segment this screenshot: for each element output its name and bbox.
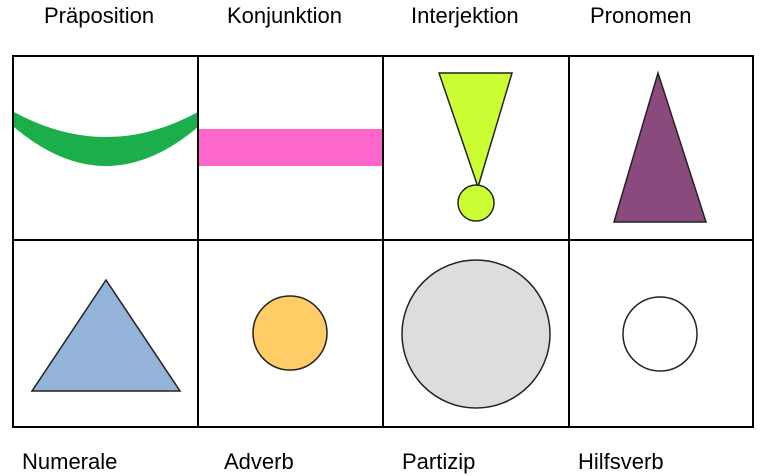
interjektion-exclamation-dot-symbol [457,184,495,222]
pronomen-triangle-symbol [612,70,708,223]
cell-konjunktion [197,55,384,241]
praeposition-arc-symbol [14,112,198,166]
adverb-circle-symbol [252,295,328,371]
cell-pronomen [568,55,754,241]
hilfsverb-circle-symbol [622,296,698,372]
label-hilfsverb: Hilfsverb [578,449,664,474]
label-numerale: Numerale [22,449,118,474]
label-partizip: Partizip [402,449,476,474]
cell-numerale [12,239,199,428]
label-praeposition: Präposition [44,3,155,28]
numerale-triangle-symbol [30,278,182,392]
cell-hilfsverb [568,239,754,428]
cell-adverb [197,239,384,428]
label-konjunktion: Konjunktion [227,3,342,28]
label-interjektion: Interjektion [411,3,519,28]
cell-partizip [382,239,570,428]
label-adverb: Adverb [224,449,294,474]
cell-interjektion [382,55,570,241]
cell-praeposition [12,55,199,241]
konjunktion-bar-symbol [199,129,383,166]
label-pronomen: Pronomen [590,3,692,28]
partizip-circle-symbol [401,259,551,409]
interjektion-exclamation-wedge-symbol [437,72,514,190]
